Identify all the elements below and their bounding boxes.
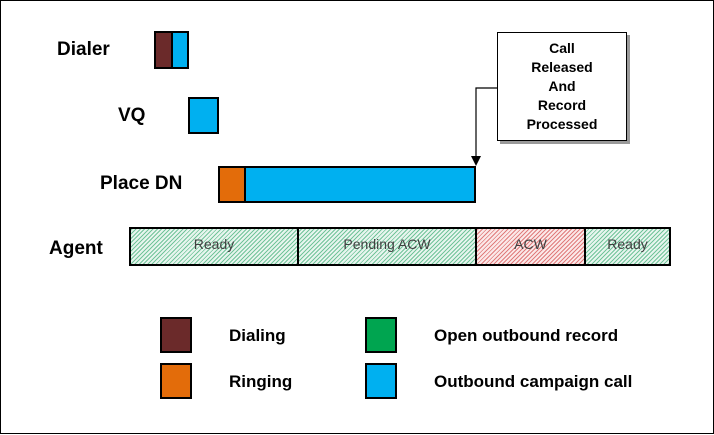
callout-line: Released: [531, 59, 593, 75]
row-label-agent: Agent: [49, 238, 103, 259]
callout-arrow-head: [471, 156, 481, 166]
row-label-dialer: Dialer: [57, 39, 110, 60]
agent-segment-pending-acw: Pending ACW: [299, 229, 477, 264]
vq-call-block: [188, 97, 219, 134]
dialer-call-block: [171, 31, 189, 69]
callout-line: Call: [549, 40, 575, 56]
legend-campaign-call-label: Outbound campaign call: [434, 372, 633, 391]
agent-segment-ready: Ready: [131, 229, 299, 264]
agent-segment-label: Pending ACW: [343, 236, 431, 252]
agent-segment-label: ACW: [514, 236, 547, 252]
callout-arrow-line: [475, 87, 497, 159]
place-dn-call-block: [244, 166, 476, 203]
agent-segment-acw: ACW: [477, 229, 586, 264]
legend-dialing-swatch: [160, 317, 192, 353]
call-released-callout: Call Released And Record Processed: [497, 32, 627, 141]
row-label-vq: VQ: [118, 105, 146, 126]
callout-line: And: [548, 78, 576, 94]
callout-line: Record: [537, 97, 587, 113]
callout-line: Processed: [526, 116, 598, 132]
legend-open-record-label: Open outbound record: [434, 326, 619, 345]
agent-state-bar: Ready Pending ACW ACW Ready: [129, 227, 671, 266]
legend-ringing-swatch: [160, 363, 192, 399]
row-label-place-dn: Place DN: [100, 173, 183, 194]
agent-segment-label: Ready: [193, 236, 235, 252]
agent-segment-ready-final: Ready: [586, 229, 669, 264]
legend-open-record-swatch: [365, 317, 397, 353]
legend-ringing-label: Ringing: [229, 372, 293, 391]
agent-segment-label: Ready: [607, 236, 648, 252]
legend-dialing-label: Dialing: [229, 326, 286, 345]
legend-campaign-call-swatch: [365, 363, 397, 399]
